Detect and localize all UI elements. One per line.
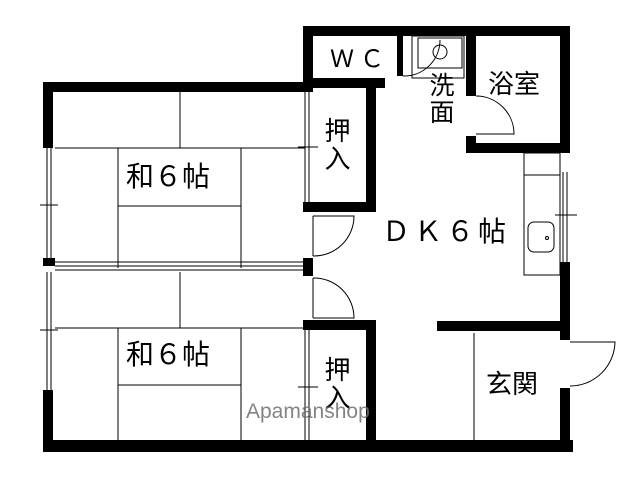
kitchen-counter — [523, 152, 561, 276]
room-label-closet-upper: 押入 — [320, 117, 350, 173]
watermark: Apamanshop — [246, 400, 370, 423]
room-label-bath: 浴室 — [488, 70, 541, 100]
room-label-wc: ＷＣ — [330, 45, 390, 73]
walls — [43, 26, 573, 452]
room-label-washroom: 洗面 — [426, 72, 455, 126]
tatami-lines-upper — [55, 92, 305, 268]
sliding-partitions — [40, 92, 577, 442]
room-label-closet-lower: 押入 — [320, 356, 350, 412]
room-label-dining-kitchen: ＤＫ６帖 — [382, 215, 511, 248]
tatami-lines-lower — [55, 272, 305, 442]
room-label-japanese-room-lower: 和６帖 — [126, 338, 211, 371]
room-label-entrance: 玄関 — [486, 370, 539, 400]
room-label-japanese-room-upper: 和６帖 — [126, 160, 211, 193]
door-swings — [312, 39, 616, 387]
washbasin — [411, 35, 465, 79]
